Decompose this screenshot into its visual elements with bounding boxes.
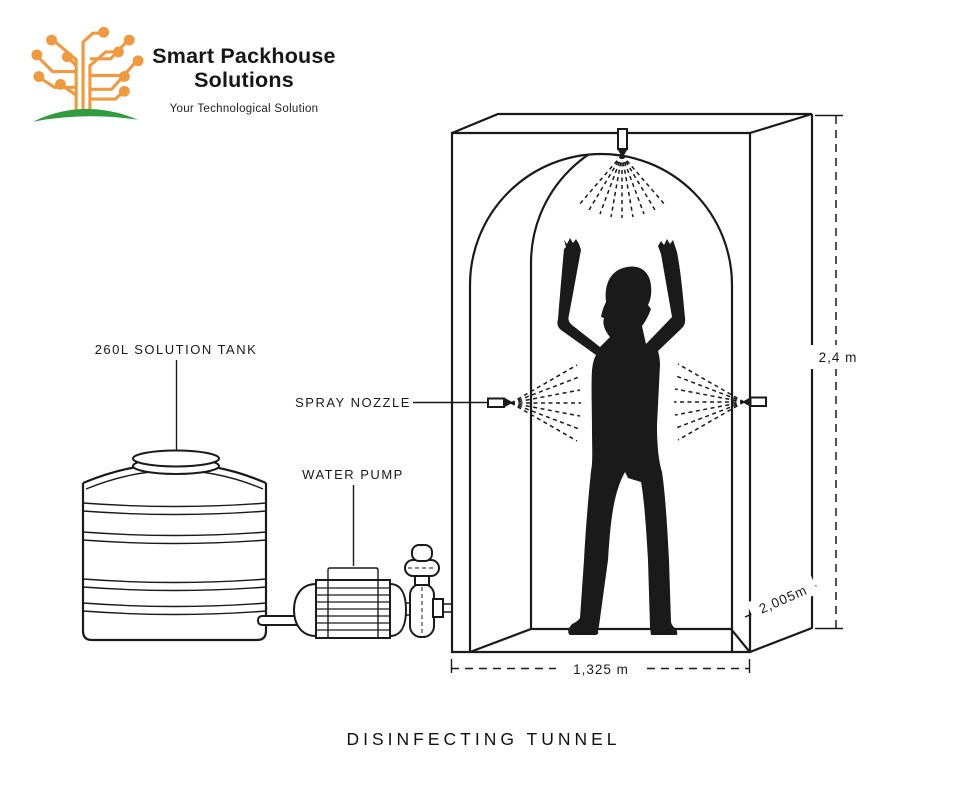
circuit-tree-logo-icon <box>31 26 144 122</box>
solution-tank: 260L SOLUTION TANK <box>81 342 268 642</box>
left-spray-fan <box>510 364 581 442</box>
outlet-neck-lower <box>414 575 430 586</box>
tank-label: 260L SOLUTION TANK <box>95 342 258 357</box>
tunnel-box <box>450 112 814 654</box>
tree-branches <box>37 31 136 111</box>
height-dimension: 2,4 m <box>810 114 864 630</box>
right-nozzle <box>674 363 767 441</box>
top-nozzle <box>577 128 667 218</box>
width-dimension: 1,325 m <box>450 657 751 678</box>
floor-edges <box>469 627 750 654</box>
tunnel-top-face <box>451 112 813 135</box>
pump-outlet-assembly <box>404 544 444 638</box>
right-nozzle-tip <box>742 397 751 407</box>
green-hill <box>32 108 139 122</box>
top-nozzle-body <box>617 128 628 150</box>
logo-title-line1: Smart Packhouse <box>152 44 336 68</box>
width-dimension-label: 1,325 m <box>573 662 629 677</box>
left-nozzle-body <box>487 397 505 408</box>
tunnel-right-face <box>749 114 814 654</box>
tank-ribs <box>82 502 267 616</box>
spray-nozzle-label: SPRAY NOZZLE <box>295 395 411 410</box>
outlet-top-cap <box>411 544 433 562</box>
right-nozzle-body <box>749 396 767 407</box>
diagram-title: DISINFECTING TUNNEL <box>346 729 621 749</box>
top-nozzle-tip <box>618 150 627 158</box>
pump-inner-block <box>327 567 379 638</box>
tree-nodes <box>31 26 144 97</box>
pump-left-cap <box>292 582 317 638</box>
tunnel-floor <box>469 627 750 654</box>
outlet-flange <box>432 598 444 618</box>
tunnel-arches <box>468 152 734 652</box>
tank-body <box>81 483 268 642</box>
front-arch <box>468 152 734 652</box>
top-spray-fan <box>577 154 667 218</box>
tank-lid <box>132 449 220 475</box>
depth-dimension: 2,005m <box>744 574 821 622</box>
logo-title: Smart Packhouse Solutions <box>148 44 340 92</box>
pump-right-cap <box>389 582 408 638</box>
height-dimension-label: 2,4 m <box>819 350 858 365</box>
water-pump: WATER PUMP <box>292 467 444 639</box>
right-spray-fan <box>674 363 745 441</box>
pump-to-tunnel-pipe <box>443 603 452 613</box>
person-silhouette <box>557 238 686 635</box>
left-nozzle-tip <box>504 397 513 408</box>
logo-title-line2: Solutions <box>194 68 294 92</box>
left-nozzle <box>413 364 581 442</box>
logo-text: Smart Packhouse Solutions Your Technolog… <box>148 44 340 115</box>
logo-tagline: Your Technological Solution <box>169 103 319 115</box>
logo: Smart Packhouse Solutions Your Technolog… <box>0 0 360 140</box>
back-arch <box>529 154 732 630</box>
pump-label: WATER PUMP <box>302 467 404 482</box>
